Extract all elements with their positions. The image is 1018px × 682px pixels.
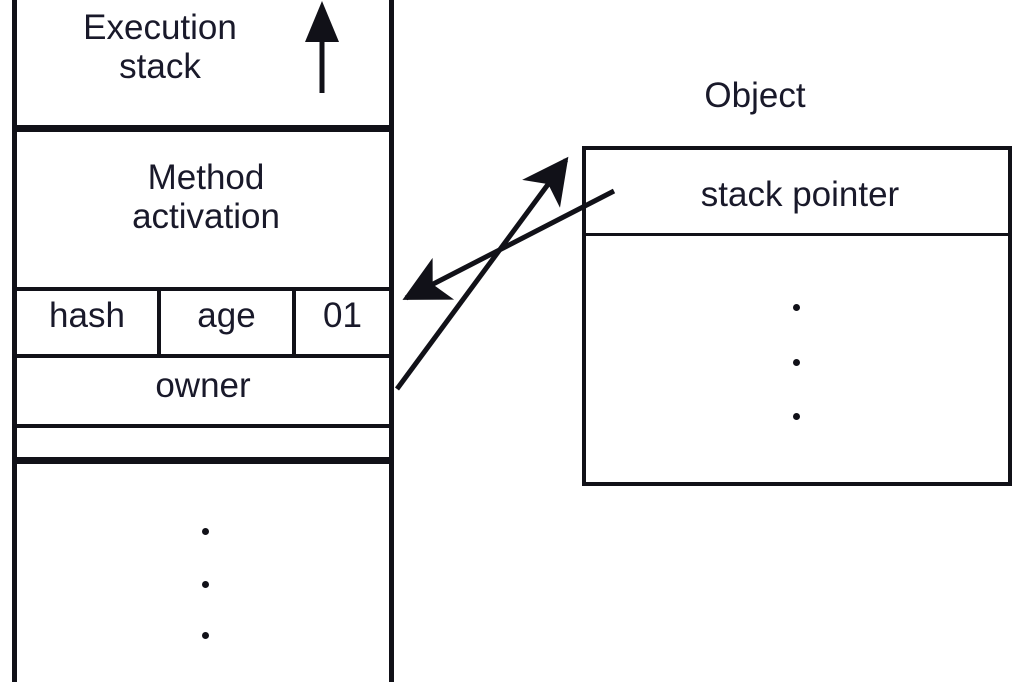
object-ellipsis-dot-icon <box>793 359 800 366</box>
stack-rule-below-method-activation <box>12 287 394 291</box>
execution-stack-title: Execution stack <box>83 8 237 87</box>
stack-right-border <box>389 0 394 682</box>
stack-ellipsis-dot-icon <box>202 581 209 588</box>
fields-divider-age-flag <box>292 289 296 355</box>
fields-divider-hash-age <box>157 289 161 355</box>
stack-ellipsis-dot-icon <box>202 528 209 535</box>
method-activation-label: Method activation <box>132 158 280 237</box>
object-ellipsis-dot-icon <box>793 413 800 420</box>
field-cell-flag: 01 <box>323 296 362 335</box>
stack-left-border <box>12 0 17 682</box>
field-cell-hash: hash <box>49 296 125 335</box>
field-cell-age: age <box>197 296 256 335</box>
stack-rule-below-owner-row <box>12 424 394 428</box>
object-ellipsis-dot-icon <box>793 304 800 311</box>
object-title: Object <box>704 76 806 115</box>
stack-rule-below-frame <box>12 457 394 464</box>
stack-ellipsis-dot-icon <box>202 632 209 639</box>
object-row-stack-pointer: stack pointer <box>700 175 900 214</box>
connector-owner-to-object <box>394 156 569 391</box>
owner-row-label: owner <box>155 366 251 405</box>
stack-rule-below-header <box>12 125 394 132</box>
up-arrow-icon <box>305 1 339 93</box>
stack-rule-below-fields-row <box>12 354 394 358</box>
object-row-divider <box>586 233 1010 236</box>
object-box <box>582 146 1012 486</box>
